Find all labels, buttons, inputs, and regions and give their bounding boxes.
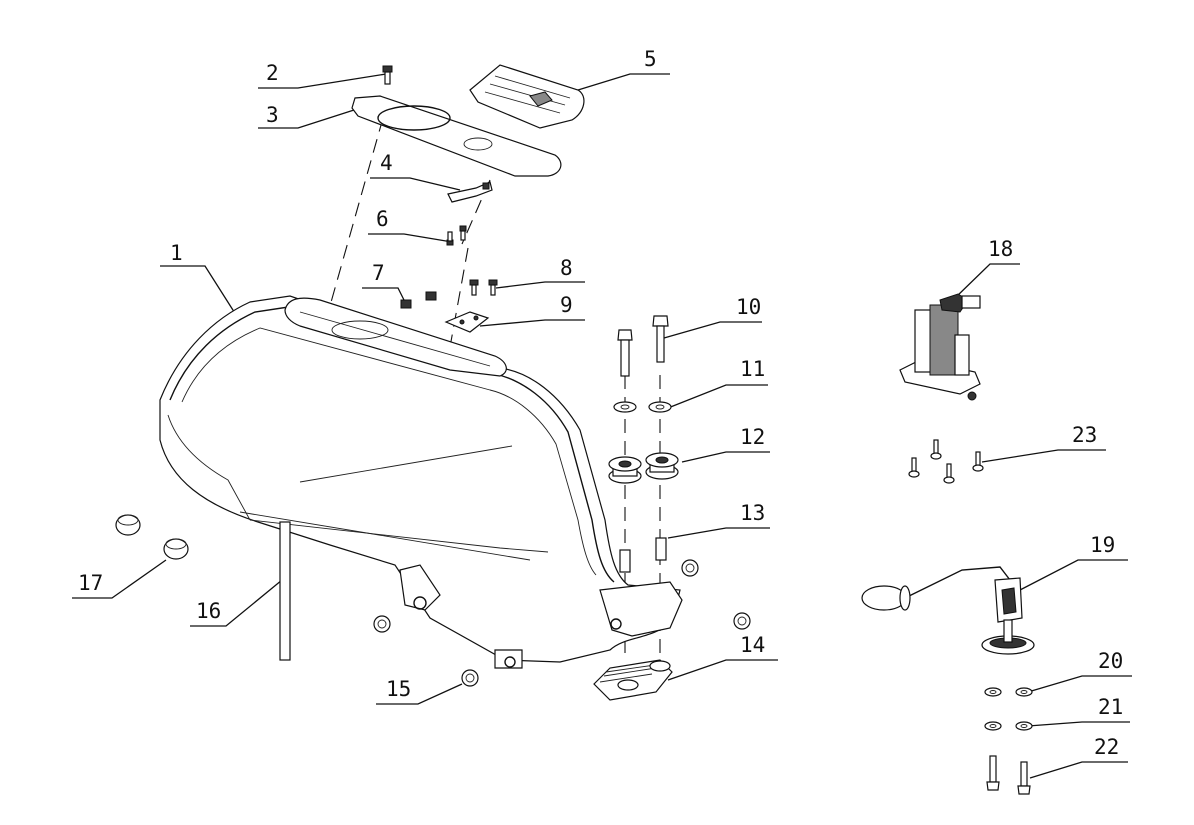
callout-4: 4 — [370, 151, 461, 191]
washers-21 — [984, 721, 1033, 731]
washers-20 — [984, 687, 1033, 697]
callout-9-number: 9 — [560, 293, 573, 317]
screws-23 — [908, 439, 984, 484]
callout-3-number: 3 — [266, 103, 279, 127]
plate-9 — [444, 311, 490, 333]
callout-20-number: 20 — [1098, 649, 1123, 673]
callout-8: 8 — [495, 256, 585, 289]
callout-2-number: 2 — [266, 61, 279, 85]
callout-labels: 2 3 5 4 6 1 7 8 — [72, 47, 1132, 779]
fuel-sender-19 — [861, 566, 1035, 655]
callout-8-number: 8 — [560, 256, 573, 280]
callout-3: 3 — [258, 103, 355, 129]
spacers-13 — [619, 537, 667, 573]
callout-15-number: 15 — [386, 677, 411, 701]
callout-12-number: 12 — [740, 425, 765, 449]
washers-11 — [613, 401, 672, 413]
bolts-10 — [617, 315, 669, 377]
callout-18: 18 — [954, 237, 1020, 299]
callout-6-number: 6 — [376, 207, 389, 231]
callout-10-number: 10 — [736, 295, 761, 319]
clip-7 — [400, 291, 437, 309]
callout-22: 22 — [1029, 735, 1128, 779]
grommets-12 — [608, 452, 679, 484]
trim-pad — [469, 64, 585, 129]
grommets-15 — [373, 559, 751, 687]
screws-8 — [469, 279, 498, 296]
callout-20: 20 — [1027, 649, 1132, 693]
callout-15: 15 — [376, 677, 463, 705]
screws-6 — [446, 225, 467, 246]
fuel-tank — [159, 295, 683, 669]
bolts-22 — [986, 755, 1031, 795]
callout-16-number: 16 — [196, 599, 221, 623]
callout-13: 13 — [667, 501, 770, 539]
callout-19: 19 — [1019, 533, 1128, 591]
callout-19-number: 19 — [1090, 533, 1115, 557]
screw-2 — [382, 65, 393, 85]
fuel-pump-18 — [899, 293, 981, 401]
callout-21-number: 21 — [1098, 695, 1123, 719]
callout-11-number: 11 — [740, 357, 765, 381]
callout-6: 6 — [368, 207, 453, 243]
caps-17 — [115, 514, 189, 560]
callout-16: 16 — [190, 579, 283, 627]
callout-13-number: 13 — [740, 501, 765, 525]
callout-17: 17 — [72, 559, 167, 599]
callout-5: 5 — [564, 47, 670, 95]
callout-18-number: 18 — [988, 237, 1013, 261]
callout-9: 9 — [479, 293, 585, 327]
callout-1-number: 1 — [170, 241, 183, 265]
cover-plate — [351, 95, 562, 177]
callout-17-number: 17 — [78, 571, 103, 595]
drain-hose-16 — [279, 521, 291, 661]
callout-22-number: 22 — [1094, 735, 1119, 759]
callout-14-number: 14 — [740, 633, 765, 657]
callout-23-number: 23 — [1072, 423, 1097, 447]
callout-23: 23 — [981, 423, 1106, 463]
callout-7-number: 7 — [372, 261, 385, 285]
bracket-4 — [447, 181, 493, 203]
mount-pad-14 — [593, 659, 673, 701]
callout-7: 7 — [362, 261, 407, 305]
callout-10: 10 — [663, 295, 762, 339]
callout-5-number: 5 — [644, 47, 657, 71]
callout-21: 21 — [1027, 695, 1130, 727]
callout-1: 1 — [160, 241, 239, 319]
callout-11: 11 — [667, 357, 768, 409]
callout-4-number: 4 — [380, 151, 393, 175]
callout-12: 12 — [681, 425, 770, 463]
callout-14: 14 — [667, 633, 778, 681]
callout-2: 2 — [258, 61, 387, 89]
